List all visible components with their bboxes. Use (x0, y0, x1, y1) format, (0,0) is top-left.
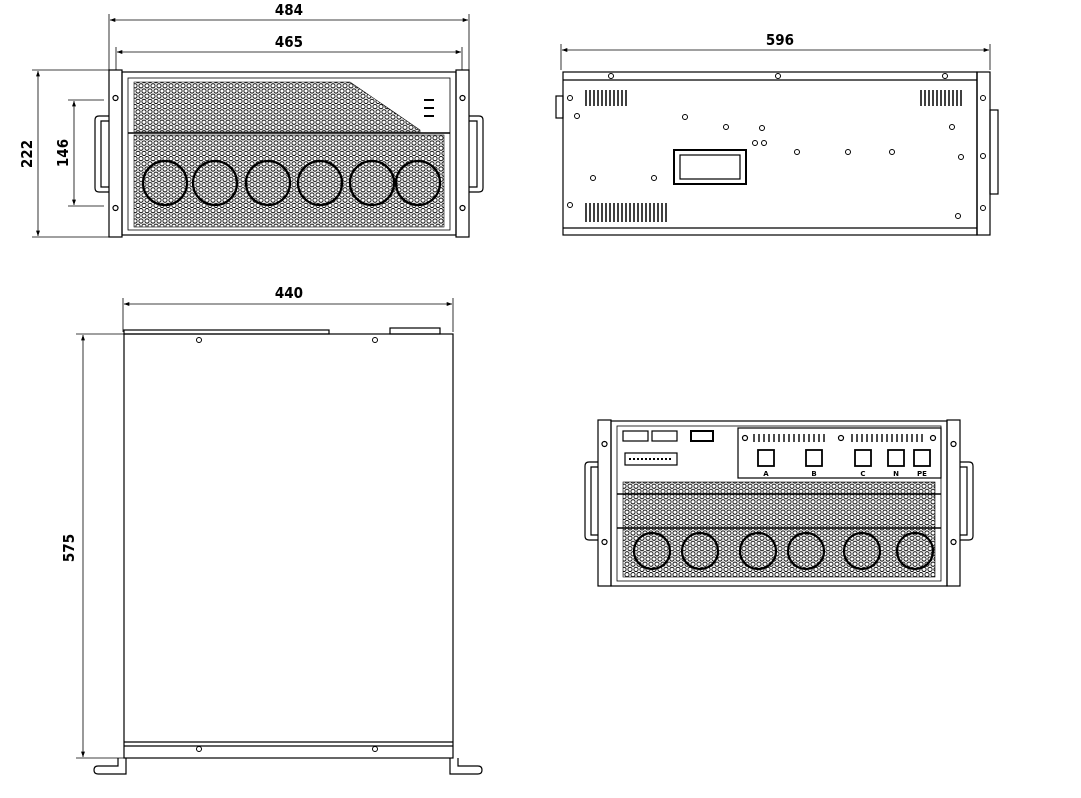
dim-depth-side-label: 596 (766, 31, 794, 49)
terminal-label-a: A (763, 470, 769, 478)
dim-width-top-label: 440 (275, 284, 303, 302)
dim-panel-width (115, 47, 463, 70)
dim-panel-width-label: 465 (275, 33, 303, 51)
terminal-label-n: N (893, 470, 899, 478)
dim-depth-top (76, 333, 124, 759)
dim-width-top (122, 298, 454, 332)
dim-overall-width (108, 14, 470, 70)
front-view (32, 14, 484, 238)
dim-depth-side (560, 44, 991, 70)
dim-height-label: 222 (18, 140, 36, 168)
side-view (555, 44, 999, 236)
dim-depth-top-label: 575 (60, 534, 78, 562)
rear-view (584, 419, 974, 587)
dim-overall-width-label: 484 (275, 1, 303, 19)
terminal-label-b: B (811, 470, 816, 478)
dim-height (32, 69, 110, 238)
top-view (76, 298, 483, 775)
terminal-label-pe: PE (917, 470, 927, 478)
dim-handle-spacing-label: 146 (54, 139, 72, 167)
terminal-label-c: C (860, 470, 865, 478)
dim-handle-spacing (68, 99, 104, 207)
